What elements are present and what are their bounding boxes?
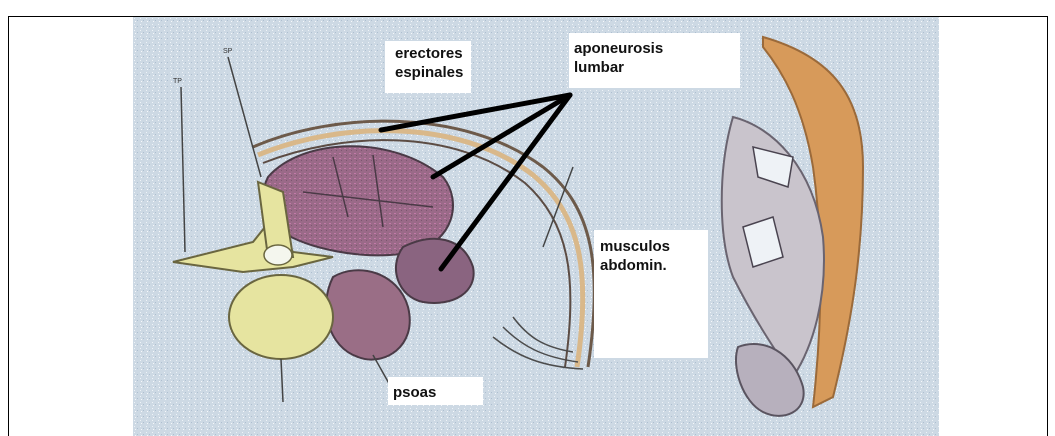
aponeurosis-label: aponeurosis lumbar xyxy=(574,39,663,77)
anatomy-illustration: TP SP erectores espinales aponeuro xyxy=(133,17,939,436)
tp-tiny-label: TP xyxy=(173,78,182,85)
vertebral-body xyxy=(229,275,333,359)
musculos-label: musculos abdomin. xyxy=(600,237,670,275)
frame-left-border xyxy=(8,16,9,436)
spinal-canal xyxy=(264,245,292,265)
quadratus-muscle xyxy=(396,239,474,303)
anatomy-drawing: TP SP xyxy=(133,17,939,436)
frame-right-border xyxy=(1047,16,1048,436)
sp-tiny-label: SP xyxy=(223,48,233,55)
erectores-label: erectores espinales xyxy=(395,44,463,82)
psoas-label: psoas xyxy=(393,383,436,402)
